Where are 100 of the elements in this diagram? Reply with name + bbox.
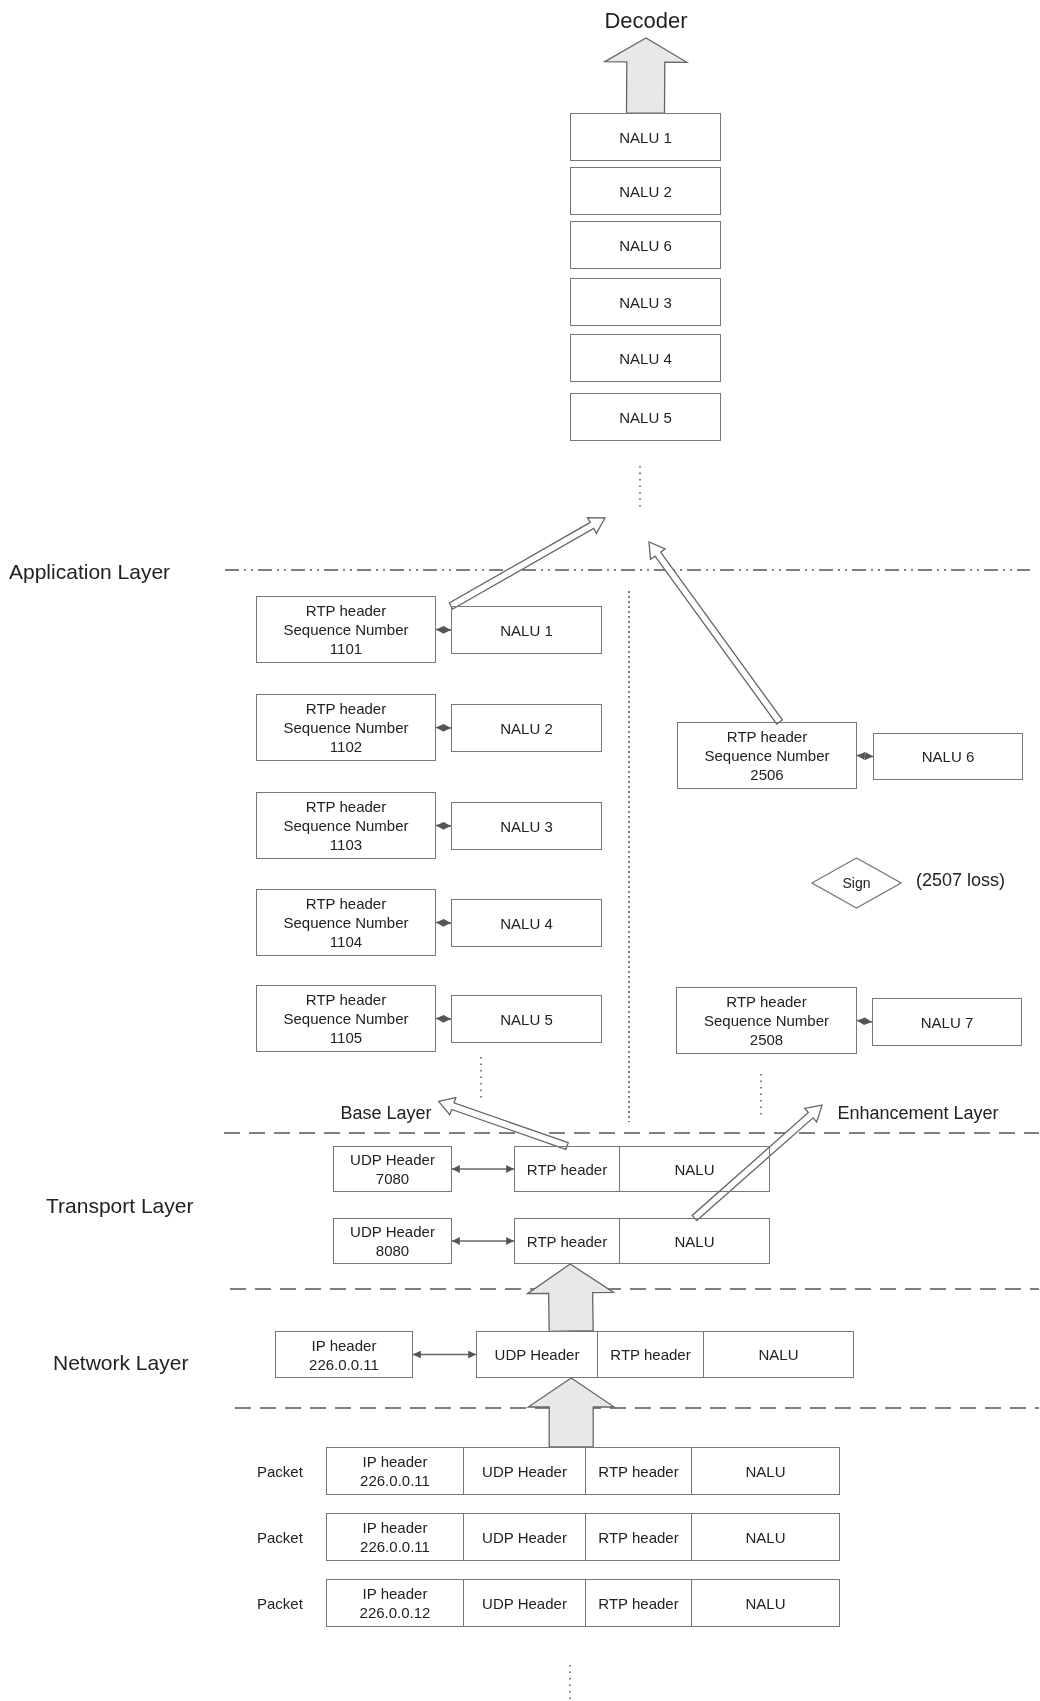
box-text: NALU 2	[619, 181, 672, 201]
rtp-header-box	[256, 694, 436, 761]
box-text: NALU	[758, 1345, 799, 1364]
block-arrow	[602, 37, 690, 114]
box-text: NALU 1	[619, 127, 672, 147]
box-text: NALU 3	[619, 292, 672, 312]
loss-note: (2507 loss)	[916, 871, 1006, 890]
box-text: NALU	[745, 1527, 786, 1547]
hollow-arrow	[437, 1096, 570, 1151]
box-text: UDP Header	[494, 1345, 580, 1364]
box-text: RTP header Sequence Number 2506	[703, 727, 831, 784]
rtp-header-box	[676, 987, 857, 1054]
nalu-cell	[703, 1331, 854, 1378]
layer-label: Transport Layer	[46, 1193, 194, 1219]
nalu-box	[570, 393, 721, 441]
layer-label: Network Layer	[53, 1350, 189, 1376]
udp-header-box	[333, 1146, 452, 1192]
hollow-arrow	[691, 1104, 823, 1222]
nalu-box	[451, 899, 602, 947]
ip-header-cell	[326, 1579, 464, 1627]
udp-header-cell	[463, 1513, 586, 1561]
arrow	[856, 752, 874, 760]
box-text: NALU 4	[500, 913, 553, 933]
rtp-header-box	[256, 792, 436, 859]
box-text: RTP header	[526, 1159, 608, 1179]
arrow	[435, 1014, 452, 1023]
nalu-cell	[619, 1146, 770, 1192]
nalu-cell	[691, 1447, 840, 1495]
box-text: NALU 2	[500, 718, 553, 738]
box-text: Enhancement Layer	[837, 1103, 999, 1123]
nalu-box	[451, 802, 602, 850]
arrow	[412, 1350, 477, 1359]
row-label: Packet	[257, 1462, 303, 1482]
nalu-box	[451, 995, 602, 1043]
rtp-header-box	[256, 889, 436, 956]
box-text: NALU 5	[619, 407, 672, 427]
box-text: NALU	[674, 1231, 715, 1251]
arrow	[435, 723, 452, 732]
box-text: RTP header Sequence Number 1103	[282, 797, 410, 854]
nalu-box	[570, 113, 721, 161]
box-text: IP header 226.0.0.11	[359, 1452, 431, 1490]
box-text: UDP Header 7080	[349, 1150, 436, 1188]
box-text: NALU 6	[921, 747, 975, 766]
rtp-header-cell	[597, 1331, 704, 1378]
box-text: NALU 1	[500, 620, 553, 640]
box-text: RTP header	[598, 1593, 679, 1613]
box-text: RTP header Sequence Number 1105	[282, 990, 410, 1047]
hollow-arrow	[448, 516, 607, 610]
nalu-box	[570, 167, 721, 215]
arrow	[435, 625, 452, 634]
arrow	[435, 821, 452, 830]
arrow	[435, 918, 452, 927]
box-text: NALU	[745, 1593, 786, 1613]
box-text: UDP Header	[482, 1593, 567, 1613]
nalu-box	[570, 278, 721, 326]
box-text: NALU 7	[920, 1012, 974, 1032]
box-text: RTP header	[598, 1461, 679, 1481]
arrow	[856, 1017, 873, 1026]
box-text: NALU 6	[619, 235, 672, 255]
box-text: RTP header	[526, 1231, 608, 1251]
rtp-header-cell	[514, 1146, 620, 1192]
nalu-box	[451, 606, 602, 654]
box-text: NALU 5	[500, 1009, 553, 1029]
rtp-header-cell	[585, 1513, 692, 1561]
row-label: Packet	[257, 1528, 303, 1548]
box-text: NALU	[745, 1461, 786, 1481]
block-arrow	[525, 1263, 616, 1332]
box-text: RTP header Sequence Number 1102	[282, 699, 410, 756]
rtp-header-box	[677, 722, 857, 789]
box-text: Decoder	[604, 10, 688, 30]
arrow	[451, 1237, 515, 1245]
box-text: IP header 226.0.0.11	[359, 1518, 431, 1556]
udp-header-cell	[476, 1331, 598, 1378]
udp-header-box	[333, 1218, 452, 1264]
box-text: RTP header	[598, 1527, 679, 1547]
box-text: RTP header	[610, 1345, 691, 1364]
box-text: UDP Header 8080	[349, 1222, 436, 1260]
nalu-cell	[691, 1579, 840, 1627]
udp-header-cell	[463, 1579, 586, 1627]
udp-header-cell	[463, 1447, 586, 1495]
box-text: IP header 226.0.0.12	[358, 1584, 432, 1622]
box-text: RTP header Sequence Number 2508	[702, 992, 831, 1049]
rtp-header-cell	[585, 1579, 692, 1627]
box-text: NALU	[674, 1159, 715, 1179]
rtp-header-cell	[514, 1218, 620, 1264]
nalu-box	[570, 221, 721, 269]
ip-header-cell	[326, 1513, 464, 1561]
nalu-box	[872, 998, 1022, 1046]
box-text: RTP header Sequence Number 1104	[282, 894, 410, 951]
ip-header-box	[275, 1331, 413, 1378]
rtp-header-cell	[585, 1447, 692, 1495]
nalu-box	[873, 733, 1023, 780]
box-text: NALU 4	[619, 348, 672, 368]
arrow	[451, 1165, 515, 1173]
box-text: Base Layer	[340, 1103, 432, 1123]
box-text: RTP header Sequence Number 1101	[282, 601, 410, 658]
box-text: NALU 3	[500, 816, 553, 836]
nalu-cell	[691, 1513, 840, 1561]
rtp-header-box	[256, 596, 436, 663]
box-text: IP header 226.0.0.11	[308, 1335, 380, 1374]
